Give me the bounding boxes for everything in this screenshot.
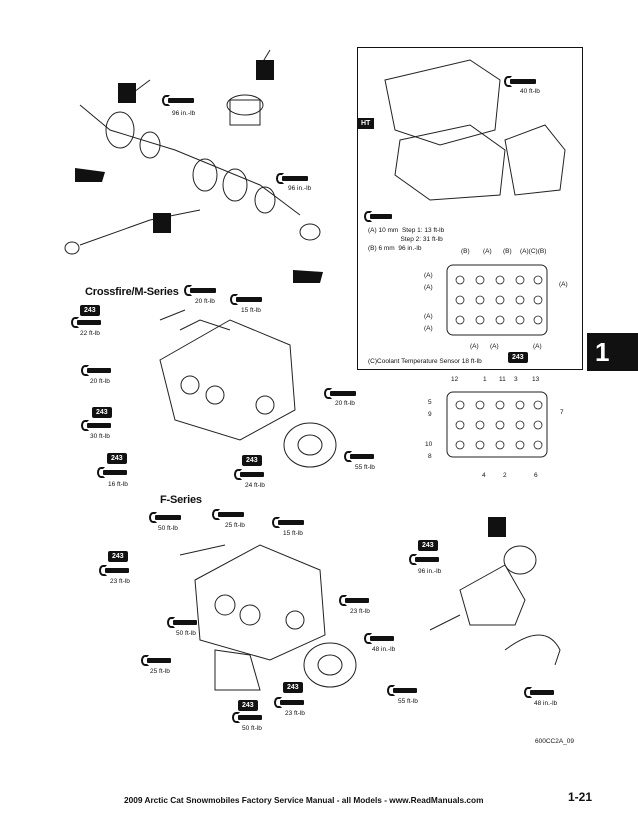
torque-wrench-icon	[230, 294, 262, 305]
threadlocker-badge: 243	[508, 352, 528, 363]
figure-id: 600CC2A_09	[535, 738, 575, 745]
threadlocker-badge: 243	[80, 305, 100, 316]
sequence-number: 1	[483, 376, 487, 383]
torque-wrench-icon	[504, 76, 536, 87]
torque-label: 48 in.-lb	[534, 700, 558, 707]
torque-wrench-icon	[324, 388, 356, 399]
torque-label: 48 in.-lb	[372, 646, 396, 653]
torque-label: 23 ft-lb	[285, 710, 305, 717]
sequence-number: 12	[451, 376, 459, 383]
torque-wrench-icon	[97, 467, 127, 478]
section-title: Crossfire/M-Series	[85, 286, 179, 298]
torque-wrench-icon	[162, 95, 194, 106]
torque-label: 20 ft-lb	[335, 400, 355, 407]
torque-wrench-icon	[149, 512, 181, 523]
bolt-letter: (B)	[461, 248, 470, 255]
chapter-tab: 1	[587, 333, 638, 371]
torque-wrench-icon	[71, 317, 101, 328]
sequence-number: 10	[425, 441, 433, 448]
torque-label: 96 in.-lb	[418, 568, 442, 575]
torque-label: 96 in.-lb	[172, 110, 196, 117]
sequence-number: 5	[428, 399, 432, 406]
torque-label: 16 ft-lb	[108, 481, 128, 488]
torque-wrench-icon	[409, 554, 439, 565]
crankcase-inset	[357, 47, 583, 370]
threadlocker-badge: 243	[418, 540, 438, 551]
torque-wrench-icon	[276, 173, 308, 184]
threadlocker-badge: 243	[108, 551, 128, 562]
bolt-letter: (A)	[424, 272, 433, 279]
torque-label: 96 in.-lb	[288, 185, 312, 192]
bolt-letter: (B)	[503, 248, 512, 255]
bolt-letter: (A)	[424, 325, 433, 332]
bolt-letter: (A)(C)(B)	[520, 248, 547, 255]
sequence-number: 13	[532, 376, 540, 383]
torque-wrench-icon	[234, 469, 264, 480]
threadlocker-badge: 243	[283, 682, 303, 693]
bolt-letter: (A)	[559, 281, 568, 288]
sequence-number: 4	[482, 472, 486, 479]
torque-label: 50 ft-lb	[176, 630, 196, 637]
section-title: F-Series	[160, 494, 202, 506]
torque-wrench-icon	[364, 633, 394, 644]
heat-treat-badge: HT	[357, 118, 375, 129]
torque-wrench-icon	[141, 655, 171, 666]
torque-wrench-icon	[184, 285, 216, 296]
page-number: 1-21	[567, 790, 592, 804]
torque-wrench-icon	[524, 687, 554, 698]
sequence-number: 6	[534, 472, 538, 479]
sequence-number: 9	[428, 411, 432, 418]
torque-label: 50 ft-lb	[242, 725, 262, 732]
torque-wrench-icon	[344, 451, 374, 462]
torque-wrench-icon	[387, 685, 417, 696]
torque-wrench-icon	[81, 420, 111, 431]
torque-label: 22 ft-lb	[80, 330, 100, 337]
torque-wrench-icon	[364, 211, 392, 222]
torque-label: 30 ft-lb	[90, 433, 110, 440]
bolt-letter: (A)	[483, 248, 492, 255]
torque-label: 55 ft-lb	[398, 698, 418, 705]
torque-label: 23 ft-lb	[350, 608, 370, 615]
bolt-letter: (A)	[470, 343, 479, 350]
torque-label: 40 ft-lb	[520, 88, 540, 95]
torque-wrench-icon	[272, 517, 304, 528]
coolant-sensor-note: (C)Coolant Temperature Sensor 18 ft-lb	[368, 358, 482, 365]
torque-label: 50 ft-lb	[158, 525, 178, 532]
sequence-number: 11	[499, 376, 506, 383]
torque-label: 24 ft-lb	[245, 482, 265, 489]
bolt-letter: (A)	[424, 284, 433, 291]
bolt-spec-note: (A) 10 mm Step 1: 13 ft-lb Step 2: 31 ft…	[368, 227, 445, 252]
threadlocker-badge: 243	[242, 455, 262, 466]
torque-label: 20 ft-lb	[195, 298, 215, 305]
torque-wrench-icon	[274, 697, 304, 708]
torque-wrench-icon	[167, 617, 197, 628]
sequence-number: 2	[503, 472, 507, 479]
torque-label: 15 ft-lb	[241, 307, 261, 314]
torque-wrench-icon	[81, 365, 111, 376]
page-footer: 2009 Arctic Cat Snowmobiles Factory Serv…	[124, 795, 484, 805]
threadlocker-badge: 243	[107, 453, 127, 464]
threadlocker-badge: 243	[92, 407, 112, 418]
torque-label: 20 ft-lb	[90, 378, 110, 385]
sequence-number: 7	[560, 409, 564, 416]
torque-label: 55 ft-lb	[355, 464, 375, 471]
torque-label: 23 ft-lb	[110, 578, 130, 585]
bolt-letter: (A)	[533, 343, 542, 350]
torque-wrench-icon	[99, 565, 129, 576]
torque-wrench-icon	[339, 595, 369, 606]
torque-label: 25 ft-lb	[150, 668, 170, 675]
torque-wrench-icon	[212, 509, 244, 520]
bolt-letter: (A)	[424, 313, 433, 320]
bolt-letter: (A)	[490, 343, 499, 350]
torque-wrench-icon	[232, 712, 262, 723]
torque-label: 25 ft-lb	[225, 522, 245, 529]
sequence-number: 3	[514, 376, 518, 383]
torque-label: 15 ft-lb	[283, 530, 303, 537]
threadlocker-badge: 243	[238, 700, 258, 711]
sequence-number: 8	[428, 453, 432, 460]
